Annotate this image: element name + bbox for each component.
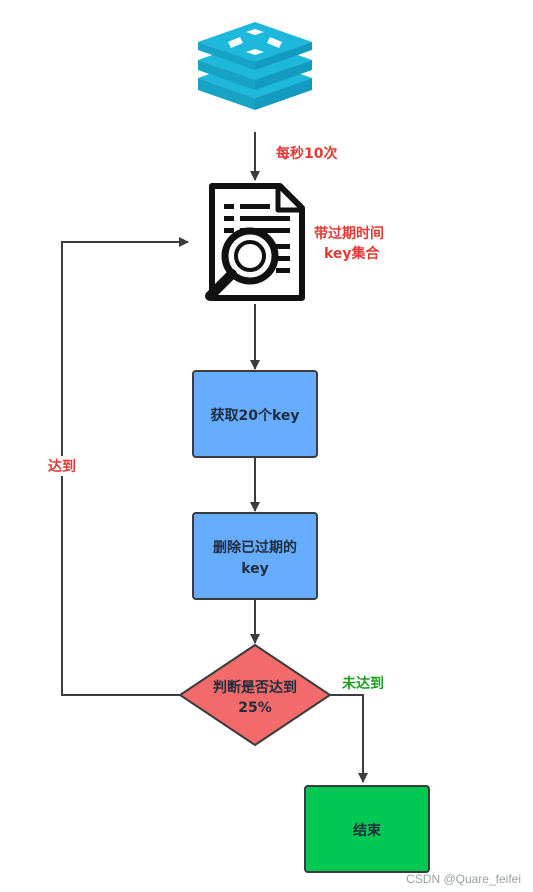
decision-label-line1: 判断是否达到: [213, 679, 297, 696]
get-keys-label: 获取20个key: [210, 407, 299, 424]
loop-label-bg: [44, 456, 80, 476]
edge-loop-reached: [61, 237, 189, 696]
edge-rate-label: 每秒10次: [276, 145, 337, 162]
delete-keys-label-line1: 删除已过期的: [213, 539, 297, 556]
key-set-label-line2: key集合: [324, 245, 381, 262]
delete-keys-node: 删除已过期的 key: [192, 512, 318, 600]
document-search-icon: [205, 183, 305, 301]
decision-node: 判断是否达到 25%: [178, 643, 332, 747]
edge-not-reached-label: 未达到: [342, 675, 384, 692]
end-node: 结束: [304, 785, 430, 873]
redis-logo: [198, 22, 312, 110]
decision-label-line2: 25%: [238, 700, 272, 716]
delete-keys-label-line2: key: [241, 561, 269, 577]
end-label: 结束: [353, 822, 382, 839]
get-keys-node: 获取20个key: [192, 370, 318, 458]
watermark: CSDN @Quare_feifei: [406, 872, 521, 886]
edge-not-reached: [330, 694, 368, 783]
key-set-label-line1: 带过期时间: [314, 225, 384, 242]
edge-loop-label: 达到: [48, 458, 76, 475]
